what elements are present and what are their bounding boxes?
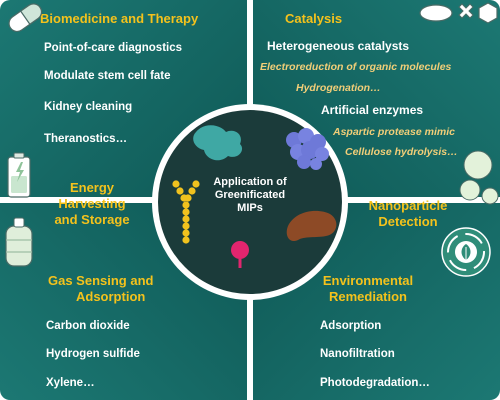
gas-cylinder-icon (5, 217, 33, 267)
catalysis-art-item: Cellulose hydrolysis… (345, 146, 458, 158)
shapes-icon (419, 2, 498, 24)
pill-icon (8, 3, 43, 33)
yellow-y-molecule-icon (172, 180, 200, 244)
environmental-title-line: Remediation (328, 289, 407, 304)
center-title-line: MIPs (237, 202, 263, 215)
center-title: Application of Greenificated MIPs (198, 176, 302, 216)
center-title-line: Greenificated (214, 189, 286, 202)
biomedicine-item: Kidney cleaning (44, 101, 133, 113)
recycle-leaf-icon (441, 227, 491, 277)
catalysis-title: Catalysis (285, 11, 343, 26)
energy-title-line: Energy (69, 180, 115, 195)
blue-molecule-icon (286, 128, 329, 170)
gas-title-line: Adsorption (76, 289, 146, 304)
gas-item: Carbon dioxide (46, 320, 130, 332)
nanoparticle-title-line: Nanoparticle (368, 198, 448, 213)
environmental-item: Nanofiltration (320, 348, 395, 360)
nanoparticles-icon (459, 150, 499, 205)
center-title-line: Application of (213, 176, 287, 188)
energy-title-line: and Storage (54, 212, 130, 227)
biomedicine-item: Modulate stem cell fate (44, 70, 171, 82)
biomedicine-item: Point-of-care diagnostics (44, 42, 183, 54)
heterogeneous-catalysts-label: Heterogeneous catalysts (267, 39, 410, 53)
catalysis-het-item: Electroreduction of organic molecules (260, 61, 452, 73)
artificial-enzymes-label: Artificial enzymes (321, 103, 424, 117)
nanoparticle-title-line: Detection (378, 214, 438, 229)
energy-title: Energy Harvesting and Storage (40, 180, 144, 228)
environmental-title-line: Environmental (322, 273, 414, 288)
energy-title-line: Harvesting (58, 196, 126, 211)
environmental-title: Environmental Remediation (312, 273, 424, 305)
environmental-item: Photodegradation… (320, 377, 430, 389)
biomedicine-title: Biomedicine and Therapy (40, 11, 199, 26)
catalysis-het-item: Hydrogenation… (296, 82, 381, 94)
gas-item: Hydrogen sulfide (46, 348, 140, 360)
gas-item: Xylene… (46, 377, 95, 389)
biomedicine-item: Theranostics… (44, 133, 128, 145)
nanoparticle-title: Nanoparticle Detection (356, 198, 460, 230)
environmental-item: Adsorption (320, 320, 382, 332)
gas-title-line: Gas Sensing and (48, 273, 154, 288)
teal-molecule-icon (193, 125, 243, 161)
pink-particle-icon (231, 241, 249, 268)
battery-icon (7, 152, 31, 198)
brown-molecule-icon (286, 210, 337, 242)
gas-title: Gas Sensing and Adsorption (48, 273, 153, 305)
catalysis-art-item: Aspartic protease mimic (333, 126, 455, 138)
